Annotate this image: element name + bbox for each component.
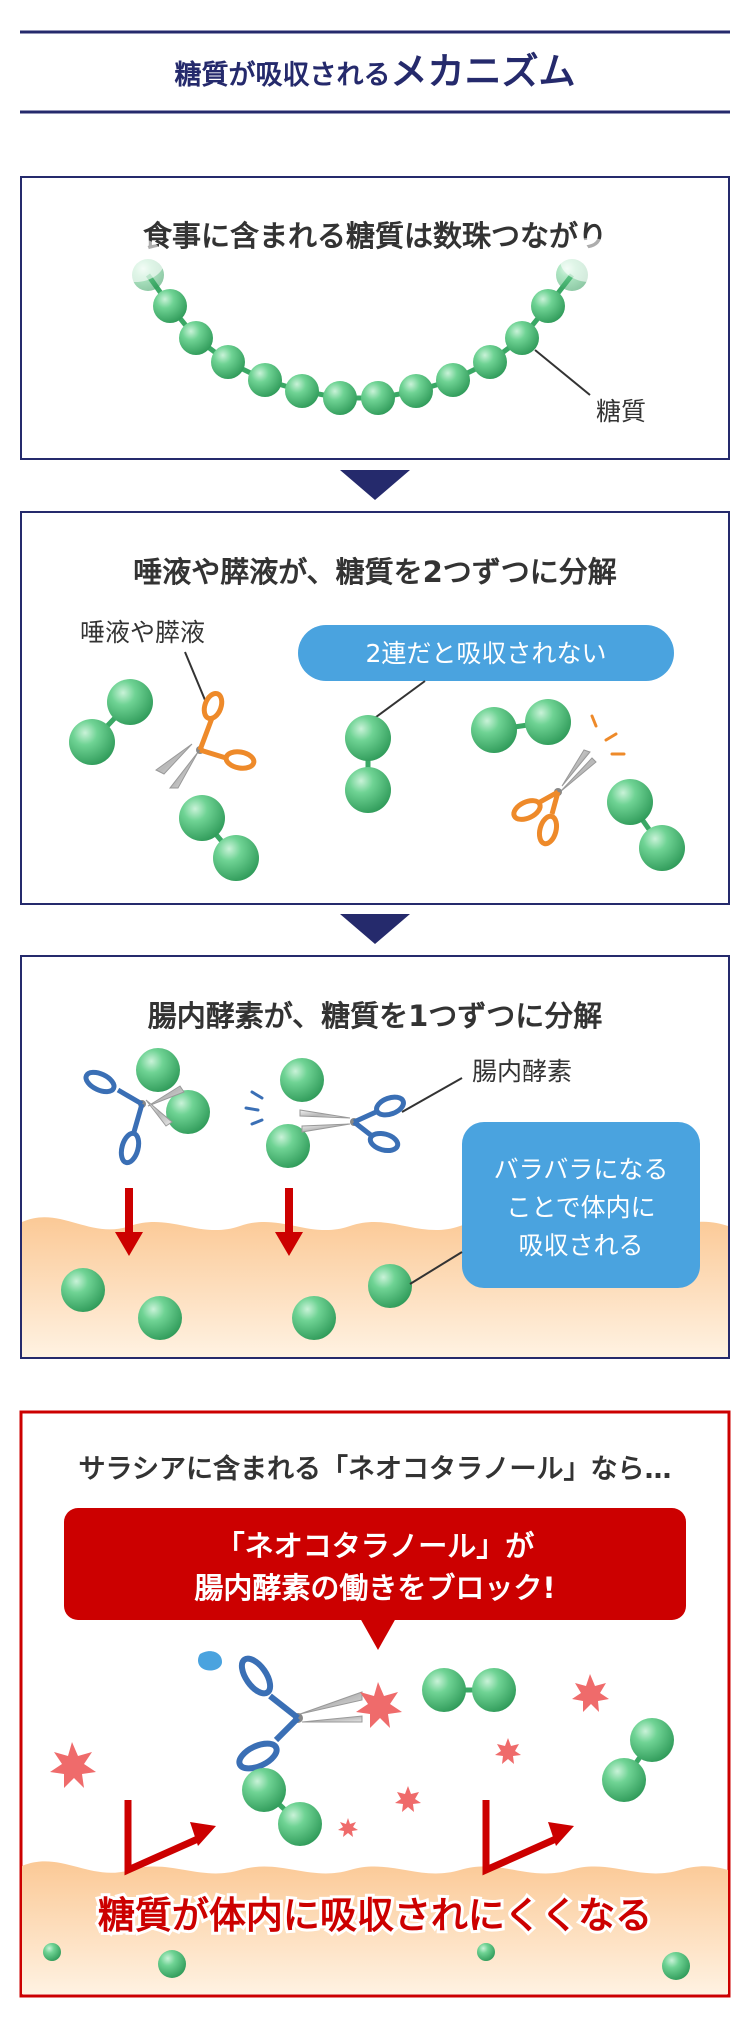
motion-lines [590,714,626,756]
bead [266,1124,310,1168]
bead-pair [69,679,153,765]
bounce-arrow-head [190,1822,216,1846]
bead [248,363,282,397]
spark-icon [50,1742,96,1788]
bead [662,1952,690,1980]
bead [280,1058,324,1102]
bead [436,363,470,397]
bead-pair [602,1718,674,1802]
bead [158,1950,186,1978]
scissors-icon [83,1069,185,1166]
saliva-label: 唾液や膵液 [80,618,205,647]
scissors-icon [299,1094,406,1154]
bead [211,345,245,379]
absorb-arrow-icon [115,1188,143,1256]
bead-pair [242,1768,322,1846]
saliva-leader-line [184,651,206,701]
bounce-arrow-icon [124,1800,202,1876]
banner-line2: 腸内酵素の働きをブロック! [194,1571,555,1605]
bead [166,1090,210,1134]
bead [473,345,507,379]
page-title: 糖質が吸収されるメカニズム [175,50,576,93]
scissors-icon [511,749,597,847]
intestine-enzyme-label: 腸内酵素 [472,1057,572,1086]
callout-leader-line [409,1251,463,1285]
spark-icon [395,1786,421,1812]
panel1-title: 食事に含まれる糖質は数珠つながり [143,219,607,253]
bead [505,321,539,355]
panel4-title: サラシアに含まれる「ネオコタラノール」なら… [79,1453,672,1485]
result-text: 糖質が体内に吸収されにくくなる [98,1894,652,1937]
flow-arrow-down [340,470,410,500]
callout-leader-line [371,680,426,721]
bead-pair [607,779,685,871]
bead [368,1264,412,1308]
bead [531,289,565,323]
bead-pair [179,795,259,881]
bead [61,1268,105,1312]
bead [179,321,213,355]
bead [138,1296,182,1340]
motion-lines [244,1090,264,1126]
bead [136,1048,180,1092]
flow-arrow-down [340,914,410,944]
bead [285,374,319,408]
bounce-arrow-icon [482,1800,560,1876]
sugar-leader-line [534,349,591,396]
spark-icon [572,1674,609,1712]
bead [43,1943,61,1961]
scissors-icon [236,1655,363,1772]
callout-absorbed-line3: 吸収される [518,1231,643,1260]
spark-icon [495,1738,521,1764]
sweat-drop-icon [198,1651,222,1671]
scissors-icon [155,690,257,789]
bead [399,374,433,408]
callout-absorbed-line2: ことで体内に [506,1193,655,1222]
panel2-title: 唾液や膵液が、糖質を2つずつに分解 [133,555,617,589]
bead [361,381,395,415]
bead [153,289,187,323]
bead-pair [422,1668,516,1712]
callout-two-link [298,625,674,681]
banner-line1: 「ネオコタラノール」が [216,1529,534,1563]
bead-pair [345,715,391,813]
bead-chain [105,238,620,415]
callout-absorbed [462,1122,700,1288]
bead-pair [471,699,571,753]
banner-pointer [360,1618,396,1650]
panel3-title: 腸内酵素が、糖質を1つずつに分解 [148,999,603,1033]
sugar-label: 糖質 [596,397,646,426]
spark-icon [356,1682,402,1728]
bead [292,1296,336,1340]
intestine-tissue [22,1861,728,1994]
enzyme-leader-line [401,1077,463,1113]
bead [477,1943,495,1961]
block-banner [64,1508,686,1620]
absorb-arrow-icon [275,1188,303,1256]
callout-absorbed-line1: バラバラになる [494,1155,669,1184]
bead [323,381,357,415]
spark-icon [338,1818,358,1837]
bounce-arrow-head [548,1822,574,1846]
callout-two-link-text: 2連だと吸収されない [366,639,607,668]
